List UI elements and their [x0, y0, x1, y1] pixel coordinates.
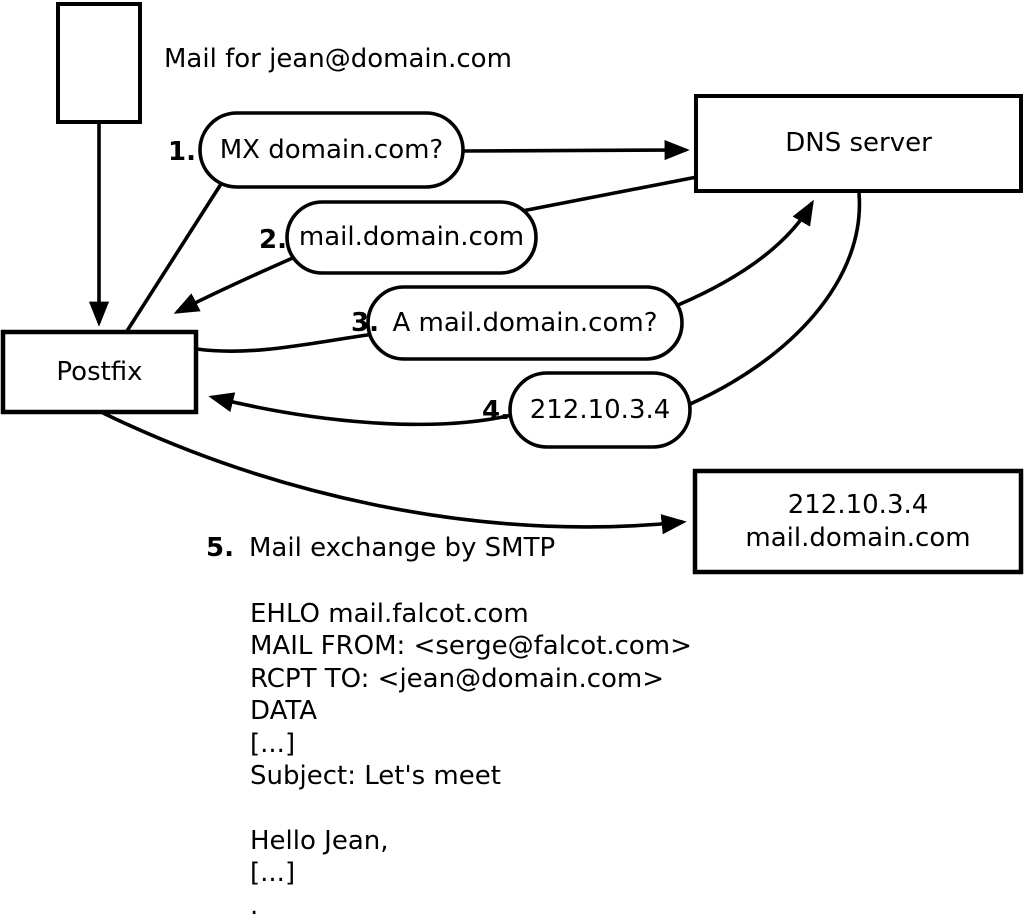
query3-label: A mail.domain.com?	[392, 307, 658, 338]
smtp-line: [...]	[250, 728, 296, 759]
line-postfix-to-query1	[125, 183, 223, 332]
step5-number: 5.	[206, 533, 234, 563]
line-dns-to-reply4	[687, 192, 862, 407]
dns-server-box	[694, 94, 1023, 193]
smtp-line: MAIL FROM: <serge@falcot.com>	[250, 631, 692, 662]
step2-number: 2.	[259, 225, 287, 255]
step3-number: 3.	[351, 308, 379, 338]
smtp-exchange-label: Mail exchange by SMTP	[249, 533, 556, 563]
postfix-box	[0, 329, 199, 415]
smtp-line: RCPT TO: <jean@domain.com>	[250, 663, 665, 694]
smtp-line: Subject: Let's meet	[250, 760, 501, 791]
dns-server-label: DNS server	[785, 128, 932, 159]
arrow-query1-to-dns	[460, 140, 690, 161]
query1-pill	[198, 111, 465, 189]
mail-server-box	[692, 468, 1024, 575]
postfix-label: Postfix	[56, 356, 143, 387]
arrow-query3-to-dns	[677, 199, 814, 307]
mail-server-ip: 212.10.3.4	[787, 490, 929, 520]
smtp-session-transcript: EHLO mail.falcot.com MAIL FROM: <serge@f…	[250, 599, 692, 919]
smtp-line: DATA	[250, 696, 317, 727]
reply4-pill	[508, 371, 692, 449]
query3-pill	[366, 285, 684, 361]
arrow-postfix-to-mailserver	[102, 411, 687, 535]
line-dns-to-reply2	[521, 175, 698, 213]
reply2-label: mail.domain.com	[298, 222, 525, 253]
line-postfix-to-query3	[196, 332, 376, 353]
step4-number: 4.	[482, 396, 510, 426]
mail-server-hostname: mail.domain.com	[745, 522, 971, 553]
smtp-line: EHLO mail.falcot.com	[250, 599, 529, 629]
envelope-shape	[56, 2, 142, 124]
smtp-line: Hello Jean,	[250, 825, 389, 856]
smtp-line	[250, 793, 692, 825]
reply4-label: 212.10.3.4	[529, 394, 671, 425]
step1-number: 1.	[168, 137, 196, 167]
smtp-line: [...]	[250, 858, 296, 889]
query1-label: MX domain.com?	[219, 134, 444, 165]
arrow-reply2-to-postfix	[173, 255, 296, 314]
reply2-pill	[285, 200, 538, 275]
arrow-reply4-to-postfix	[208, 392, 513, 427]
mail-server-label: 212.10.3.4 mail.domain.com	[695, 471, 1021, 572]
smtp-line: .	[250, 890, 259, 919]
mail-source-caption: Mail for jean@domain.com	[164, 44, 512, 74]
